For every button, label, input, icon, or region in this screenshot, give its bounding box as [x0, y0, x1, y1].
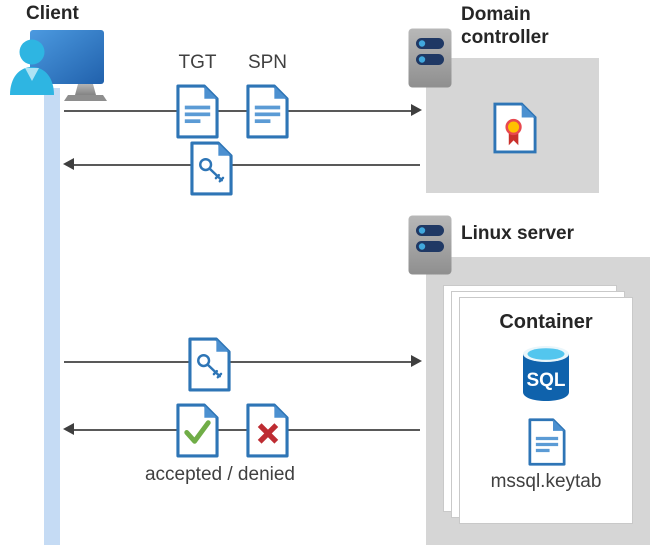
- present-ticket-arrow-line: [64, 361, 412, 363]
- tgt-ticket-document-icon: [176, 84, 219, 139]
- container-card-front: [459, 297, 633, 524]
- domain-controller-label: Domain controller: [461, 4, 549, 48]
- request-ticket-arrow-line: [64, 110, 412, 112]
- client-lifeline: [44, 88, 60, 545]
- key-document-icon: [188, 337, 231, 392]
- linux-server-icon: [408, 215, 452, 275]
- linux-server-label: Linux server: [461, 223, 574, 244]
- arrow-right-icon: [411, 104, 422, 116]
- keytab-filename-label: mssql.keytab: [490, 471, 602, 492]
- key-document-icon: [190, 141, 233, 196]
- certificate-icon: [493, 102, 537, 154]
- accepted-denied-label: accepted / denied: [144, 464, 295, 485]
- accepted-check-document-icon: [176, 403, 219, 458]
- client-workstation-icon: [10, 30, 107, 101]
- arrow-right-icon: [411, 355, 422, 367]
- sql-text: SQL: [526, 370, 565, 391]
- domain-controller-server-icon: [408, 28, 452, 88]
- client-label: Client: [26, 3, 79, 24]
- arrow-left-icon: [63, 423, 74, 435]
- tgt-label: TGT: [178, 52, 217, 73]
- sql-database-icon: SQL: [523, 346, 569, 401]
- spn-ticket-document-icon: [246, 84, 289, 139]
- spn-label: SPN: [247, 52, 288, 73]
- container-title: Container: [499, 311, 593, 333]
- ticket-response-arrow-line: [74, 164, 420, 166]
- keytab-document-icon: [528, 418, 566, 466]
- arrow-left-icon: [63, 158, 74, 170]
- denied-x-document-icon: [246, 403, 289, 458]
